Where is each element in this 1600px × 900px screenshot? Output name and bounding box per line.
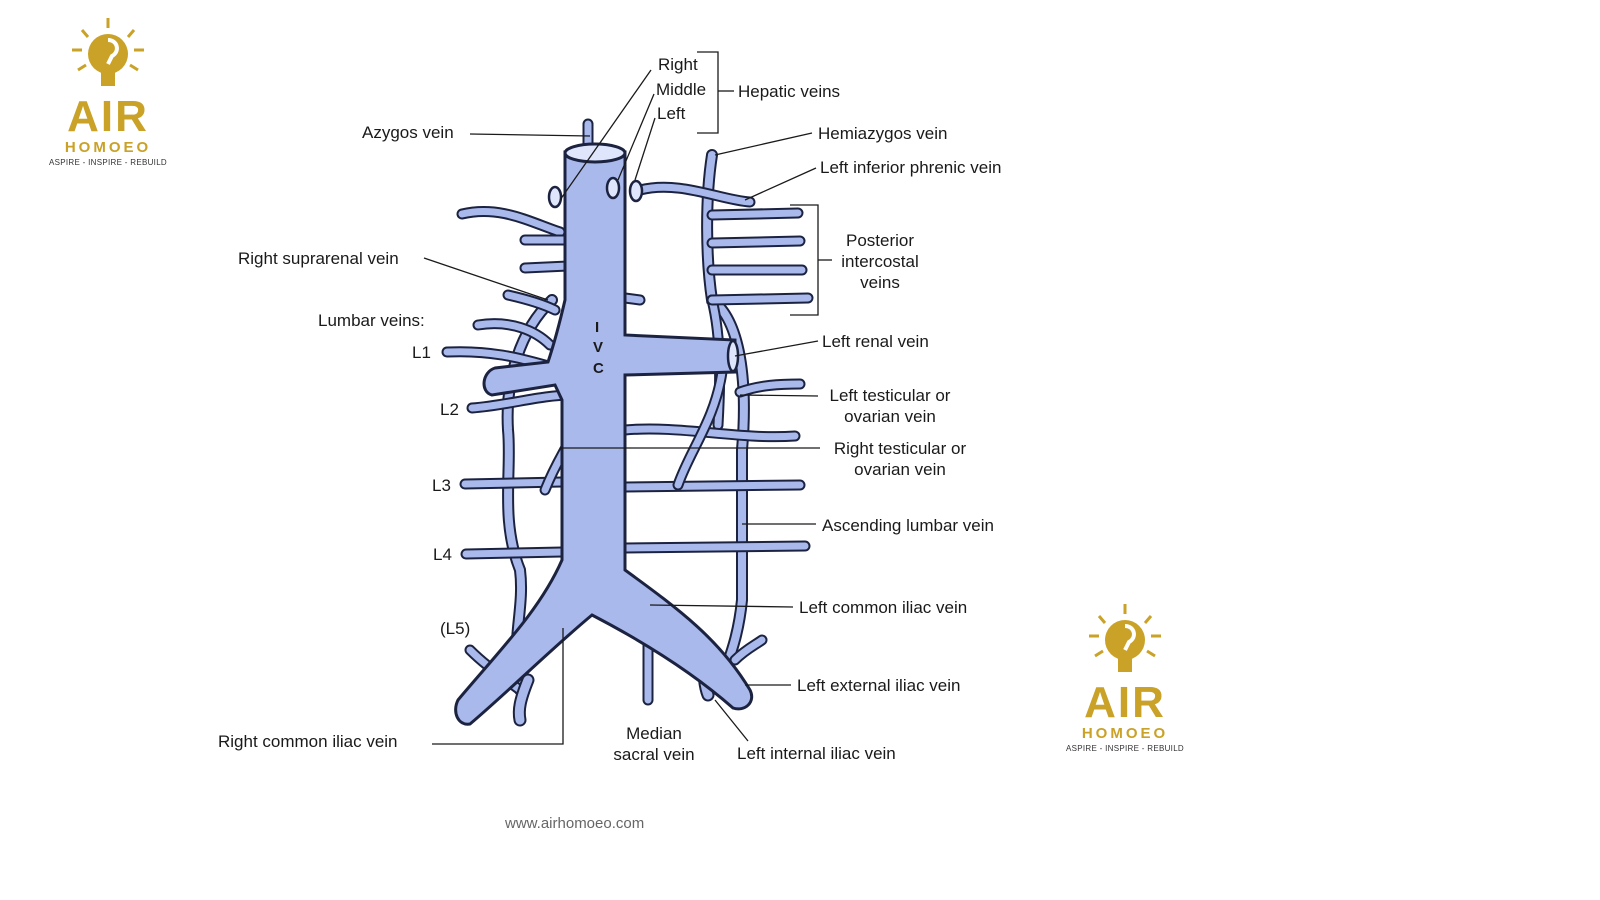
vein-intercostal-4 <box>706 292 814 306</box>
label-hepatic-veins: Hepatic veins <box>738 82 841 101</box>
brand-logo-bottom-right: AIR HOMOEO ASPIRE - INSPIRE - REBUILD <box>1060 604 1190 755</box>
label-line: veins <box>860 273 900 292</box>
label-hepatic-right: Right <box>658 55 698 74</box>
label-median-sacral-vein: Median sacral vein <box>604 723 704 765</box>
vein-left-testicular <box>672 366 728 491</box>
label-ivc-c: C <box>593 360 604 377</box>
label-ascending-lumbar-vein: Ascending lumbar vein <box>822 516 994 535</box>
logo-sub: HOMOEO <box>1081 725 1169 742</box>
vein-L4 <box>460 546 568 560</box>
label-line: ovarian vein <box>854 460 946 479</box>
label-left-inferior-phrenic-vein: Left inferior phrenic vein <box>820 158 1002 177</box>
vein-upper-left-4 <box>502 289 561 316</box>
label-left-common-iliac-vein: Left common iliac vein <box>799 598 968 617</box>
logo-name: AIR <box>1084 678 1166 727</box>
label-l4: L4 <box>433 545 452 564</box>
logo-tagline: ASPIRE - INSPIRE - REBUILD <box>1065 744 1185 753</box>
label-line: sacral vein <box>613 745 695 764</box>
label-right-suprarenal-vein: Right suprarenal vein <box>238 249 399 268</box>
label-line: Posterior <box>845 231 915 250</box>
label-left-testicular-vein: Left testicular or ovarian vein <box>815 385 965 427</box>
label-left-renal-vein: Left renal vein <box>822 332 929 351</box>
label-line: Left testicular or <box>829 386 951 405</box>
vein-left-inferior-phrenic <box>634 181 756 208</box>
logo-sub: HOMOEO <box>64 139 152 156</box>
inferior-vena-cava-trunk <box>454 150 754 726</box>
label-l1: L1 <box>412 343 431 362</box>
label-line: intercostal <box>841 252 919 271</box>
ivc-top-opening <box>563 142 627 164</box>
vein-lumbar-upper <box>472 318 556 351</box>
lightbulb-sun-icon <box>72 18 144 86</box>
vein-left-external-branch <box>729 634 768 666</box>
logo-tagline: ASPIRE - INSPIRE - REBUILD <box>48 158 168 167</box>
hepatic-vein-openings <box>547 176 644 209</box>
vein-right-lumbar-3 <box>619 479 806 493</box>
label-posterior-intercostal-veins: Posterior intercostal veins <box>830 230 930 293</box>
label-line: Median <box>626 724 682 743</box>
label-right-common-iliac-vein: Right common iliac vein <box>218 732 398 751</box>
label-left-internal-iliac-vein: Left internal iliac vein <box>737 744 896 763</box>
label-ivc-v: V <box>593 339 604 356</box>
vein-L2 <box>466 389 578 414</box>
label-hepatic-middle: Middle <box>656 80 707 99</box>
label-line: Right testicular or <box>833 439 967 458</box>
logo-name: AIR <box>67 92 149 141</box>
label-l3: L3 <box>432 476 451 495</box>
leader-lines <box>423 51 832 745</box>
vein-right-lumbar-4 <box>619 540 811 554</box>
label-l2: L2 <box>440 400 459 419</box>
vein-upper-left-3 <box>519 260 574 274</box>
vein-intercostal-1 <box>706 207 804 221</box>
brand-logo-top-left: AIR HOMOEO ASPIRE - INSPIRE - REBUILD <box>43 18 173 169</box>
vein-right-lumbar-1 <box>619 292 646 306</box>
vein-right-lumbar-2 <box>619 423 801 443</box>
label-left-external-iliac-vein: Left external iliac vein <box>797 676 961 695</box>
label-ivc-i: I <box>595 319 600 336</box>
label-l5: (L5) <box>440 619 471 638</box>
label-hepatic-left: Left <box>657 104 686 123</box>
vein-intercostal-2 <box>706 235 806 249</box>
lightbulb-sun-icon <box>1089 604 1161 672</box>
label-line: ovarian vein <box>844 407 936 426</box>
vein-right-internal-iliac <box>512 673 535 727</box>
vein-upper-left-1 <box>456 205 566 238</box>
website-footer: www.airhomoeo.com <box>505 815 645 832</box>
label-hemiazygos-vein: Hemiazygos vein <box>818 124 948 143</box>
label-azygos-vein: Azygos vein <box>362 123 454 142</box>
label-right-testicular-vein: Right testicular or ovarian vein <box>820 438 980 480</box>
vein-right-lumbar-5 <box>734 378 806 398</box>
label-lumbar-veins: Lumbar veins: <box>318 311 425 330</box>
